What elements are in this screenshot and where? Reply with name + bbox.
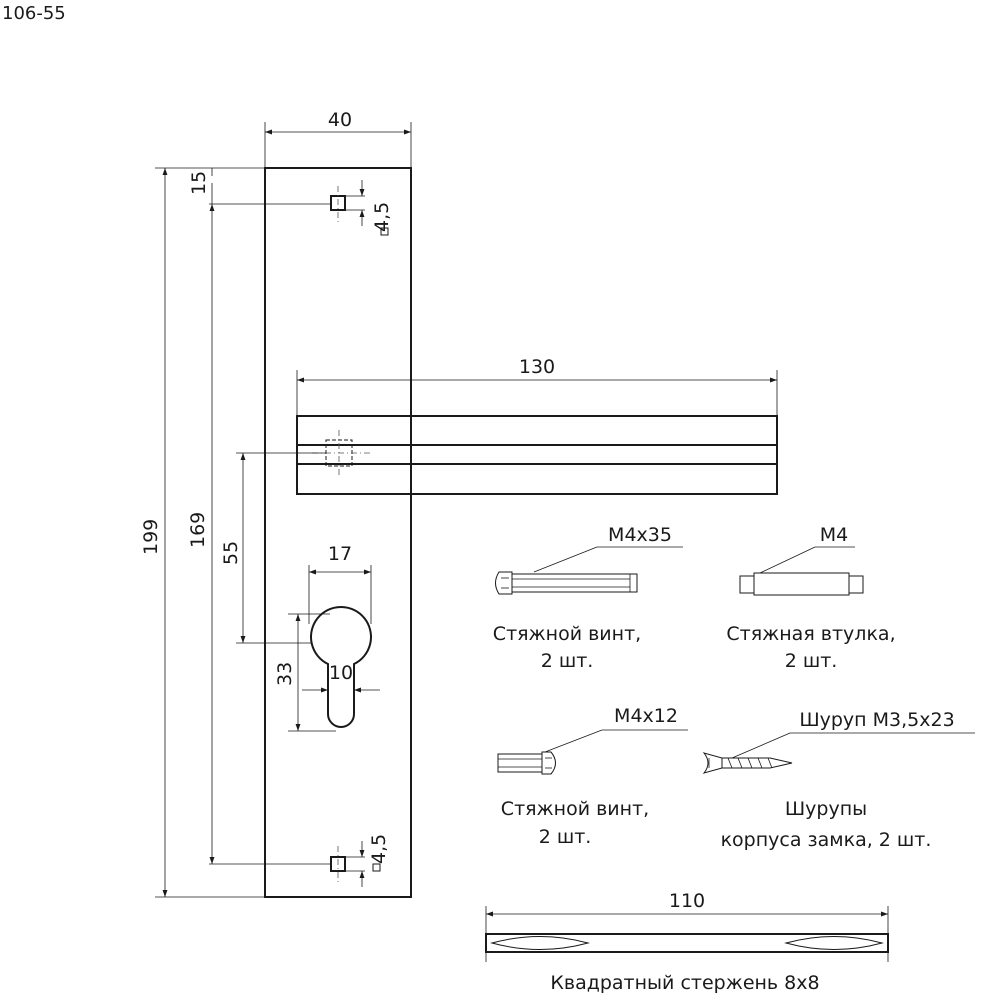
dim-hole-spacing-label: 169 bbox=[187, 512, 209, 548]
part1-caption-line1: Стяжной винт, bbox=[493, 623, 641, 645]
rod-caption: Квадратный стержень 8x8 bbox=[550, 972, 819, 994]
dim-cylinder-height: 33 bbox=[274, 613, 336, 732]
part-connecting-sleeve-m4: M4 Стяжная втулка, 2 шт. bbox=[726, 524, 895, 672]
cylinder-cutout bbox=[310, 605, 372, 728]
dim-top-offset-label: 15 bbox=[188, 171, 210, 195]
dim-top-offset: 15 bbox=[188, 168, 213, 204]
dim-hole-bottom: 4,5 bbox=[368, 834, 390, 864]
back-plate bbox=[264, 167, 412, 898]
part2-caption-line1: Стяжная втулка, bbox=[726, 623, 895, 645]
part-connecting-screw-m4x35: M4x35 Стяжной винт, 2 шт. bbox=[493, 524, 683, 672]
dim-cylinder-slot-label: 10 bbox=[329, 662, 353, 684]
dim-cylinder-slot: 10 bbox=[302, 662, 380, 693]
part4-spec: Шуруп М3,5x23 bbox=[799, 709, 954, 731]
dim-lever-length-label: 130 bbox=[519, 356, 555, 378]
dim-hole-top: 4,5 bbox=[371, 202, 393, 232]
part2-caption-line2: 2 шт. bbox=[785, 650, 838, 672]
top-mount-hole: 4,5 bbox=[209, 180, 393, 236]
dim-cylinder-height-label: 33 bbox=[274, 662, 296, 686]
dim-plate-height: 199 bbox=[140, 167, 265, 898]
dim-handle-to-cylinder: 55 bbox=[220, 453, 312, 644]
dim-cylinder-width: 17 bbox=[308, 543, 372, 624]
part1-spec: M4x35 bbox=[608, 524, 672, 546]
part-connecting-screw-m4x12: M4x12 Стяжной винт, 2 шт. bbox=[497, 705, 688, 848]
lever-handle bbox=[236, 415, 778, 495]
part3-caption-line2: 2 шт. bbox=[539, 826, 592, 848]
drawing-id: 106-55 bbox=[2, 3, 66, 24]
part-lock-body-screw: Шуруп М3,5x23 Шурупы корпуса замка, 2 шт… bbox=[702, 709, 975, 851]
dim-handle-to-cylinder-label: 55 bbox=[220, 541, 242, 565]
part3-spec: M4x12 bbox=[614, 705, 678, 727]
dim-rod-length-label: 110 bbox=[669, 890, 705, 912]
square-rod: 110 Квадратный стержень 8x8 bbox=[485, 890, 889, 994]
dim-plate-width-label: 40 bbox=[328, 109, 352, 131]
dim-lever-length: 130 bbox=[296, 356, 778, 416]
dim-plate-width: 40 bbox=[264, 109, 412, 168]
part2-spec: M4 bbox=[820, 524, 848, 546]
dim-cylinder-width-label: 17 bbox=[328, 543, 352, 565]
part3-caption-line1: Стяжной винт, bbox=[501, 798, 649, 820]
part4-caption-line1: Шурупы bbox=[785, 798, 867, 820]
part4-caption-line2: корпуса замка, 2 шт. bbox=[721, 829, 932, 851]
bottom-mount-hole: 4,5 bbox=[209, 834, 390, 887]
dim-hole-spacing: 169 bbox=[187, 204, 215, 864]
part1-caption-line2: 2 шт. bbox=[541, 650, 594, 672]
dim-plate-height-label: 199 bbox=[140, 519, 162, 555]
